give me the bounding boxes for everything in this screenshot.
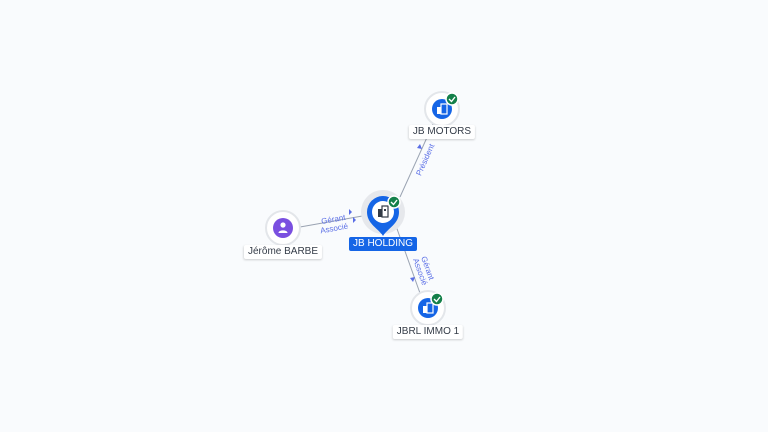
verified-check-icon (387, 195, 401, 209)
arrow-icon (349, 209, 352, 215)
building-icon (437, 103, 448, 115)
edge-label-gerant: Gérant (320, 213, 346, 226)
node-label-jbrl-immo[interactable]: JBRL IMMO 1 (392, 325, 464, 339)
node-jerome-barbe[interactable] (265, 210, 301, 246)
node-jbrl-immo[interactable] (410, 290, 446, 326)
node-label-jb-motors[interactable]: JB MOTORS (408, 125, 476, 139)
edge-holding-to-immo[interactable]: Gérant Associé (395, 225, 436, 297)
arrow-icon (410, 277, 415, 282)
node-jb-holding[interactable] (361, 190, 405, 236)
node-label-jb-holding[interactable]: JB HOLDING (348, 237, 418, 251)
building-icon (423, 302, 434, 314)
edge-jerome-to-holding[interactable]: Gérant Associé (299, 209, 369, 235)
person-icon (278, 222, 288, 233)
building-icon (378, 205, 389, 218)
node-label-jerome-barbe[interactable]: Jérôme BARBE (243, 245, 323, 259)
arrow-icon (417, 144, 422, 149)
verified-check-icon (430, 292, 444, 306)
node-jb-motors[interactable] (424, 91, 460, 127)
arrow-icon (353, 217, 356, 223)
verified-check-icon (445, 92, 459, 106)
